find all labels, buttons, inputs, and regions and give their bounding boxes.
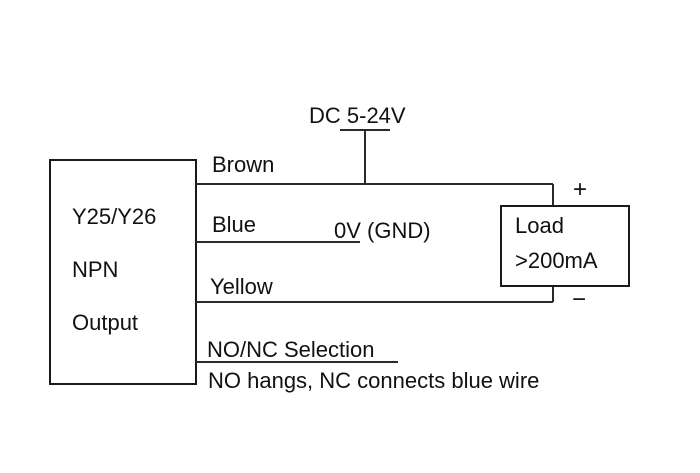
- brown-wire-label: Brown: [212, 152, 274, 177]
- sensor-body: [49, 159, 197, 385]
- load-current-label: >200mA: [515, 248, 598, 273]
- sensor-output-label: Output: [72, 310, 138, 335]
- yellow-wire-label: Yellow: [210, 274, 273, 299]
- selection-title: NO/NC Selection: [207, 337, 375, 362]
- load-label: Load: [515, 213, 564, 238]
- load-box: [500, 205, 630, 287]
- selection-note: NO hangs, NC connects blue wire: [208, 368, 539, 393]
- dc-supply-label: DC 5-24V: [309, 103, 406, 128]
- blue-wire-label: Blue: [212, 212, 256, 237]
- load-minus-sign: −: [572, 286, 586, 313]
- sensor-type-label: NPN: [72, 257, 118, 282]
- sensor-model-label: Y25/Y26: [72, 204, 156, 229]
- load-plus-sign: +: [573, 176, 587, 203]
- gnd-label: 0V (GND): [334, 218, 431, 243]
